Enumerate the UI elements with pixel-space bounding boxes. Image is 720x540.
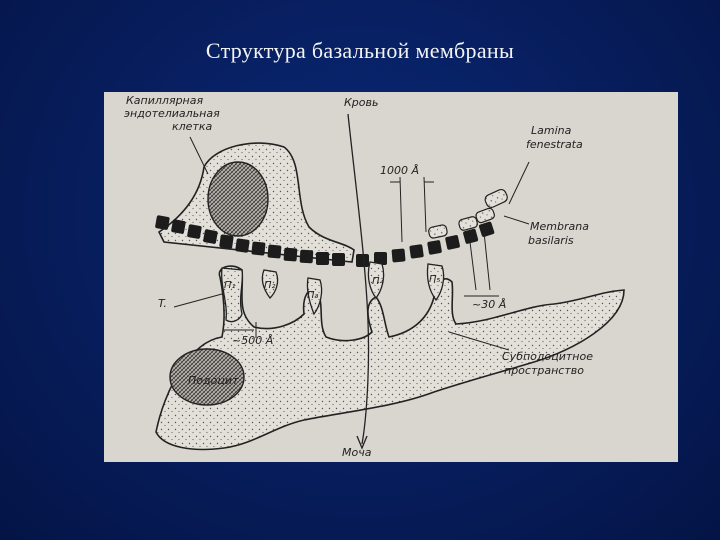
- label-dim-30: ~30 Å: [472, 298, 506, 311]
- label-lamina-line1: Lamina: [531, 124, 572, 137]
- label-subpodocyte-line2: пространство: [504, 364, 584, 377]
- membrana-basilaris-left: [155, 215, 345, 266]
- label-p2: П₂: [264, 280, 276, 291]
- label-capillary-line1: Капиллярная: [126, 94, 203, 107]
- endothelial-nucleus: [207, 161, 269, 237]
- membrana-basilaris-right: [356, 221, 495, 267]
- blood-flow-arrow: [347, 113, 370, 445]
- urine-arrowhead: [356, 435, 368, 450]
- label-subpodocyte-line1: Субподоцитное: [502, 350, 593, 363]
- dimension-30: [464, 231, 499, 297]
- label-capillary-line3: клетка: [172, 120, 212, 133]
- label-p5: П₅: [429, 274, 441, 285]
- label-lamina-line2: fenestrata: [526, 138, 583, 151]
- basement-membrane-diagram: Капиллярная эндотелиальная клетка Кровь …: [124, 94, 625, 459]
- label-podocyte: Подоцит: [188, 374, 239, 387]
- dimension-1000: [390, 176, 434, 243]
- label-capillary-line2: эндотелиальная: [124, 107, 220, 120]
- label-membrana-line2: basilaris: [528, 234, 574, 247]
- label-p3: П₃: [307, 290, 319, 301]
- dimension-500: [224, 322, 257, 338]
- label-p1: П₁: [224, 280, 236, 291]
- label-dim-500: ~500 Å: [232, 334, 273, 347]
- label-blood: Кровь: [344, 96, 379, 109]
- leader-lines: [173, 136, 530, 351]
- label-membrana-line1: Membrana: [530, 220, 589, 233]
- label-urine: Моча: [342, 446, 372, 459]
- basement-membrane-figure: Капиллярная эндотелиальная клетка Кровь …: [104, 92, 678, 462]
- podocyte-nucleus: [169, 348, 245, 406]
- lamina-fenestrata: [428, 188, 508, 239]
- label-p4: П₄: [372, 276, 384, 287]
- slide-title: Структура базальной мембраны: [205, 38, 515, 63]
- label-dim-1000: 1000 Å: [380, 164, 419, 177]
- label-t: T.: [158, 297, 167, 310]
- podocyte-feet: [221, 261, 445, 323]
